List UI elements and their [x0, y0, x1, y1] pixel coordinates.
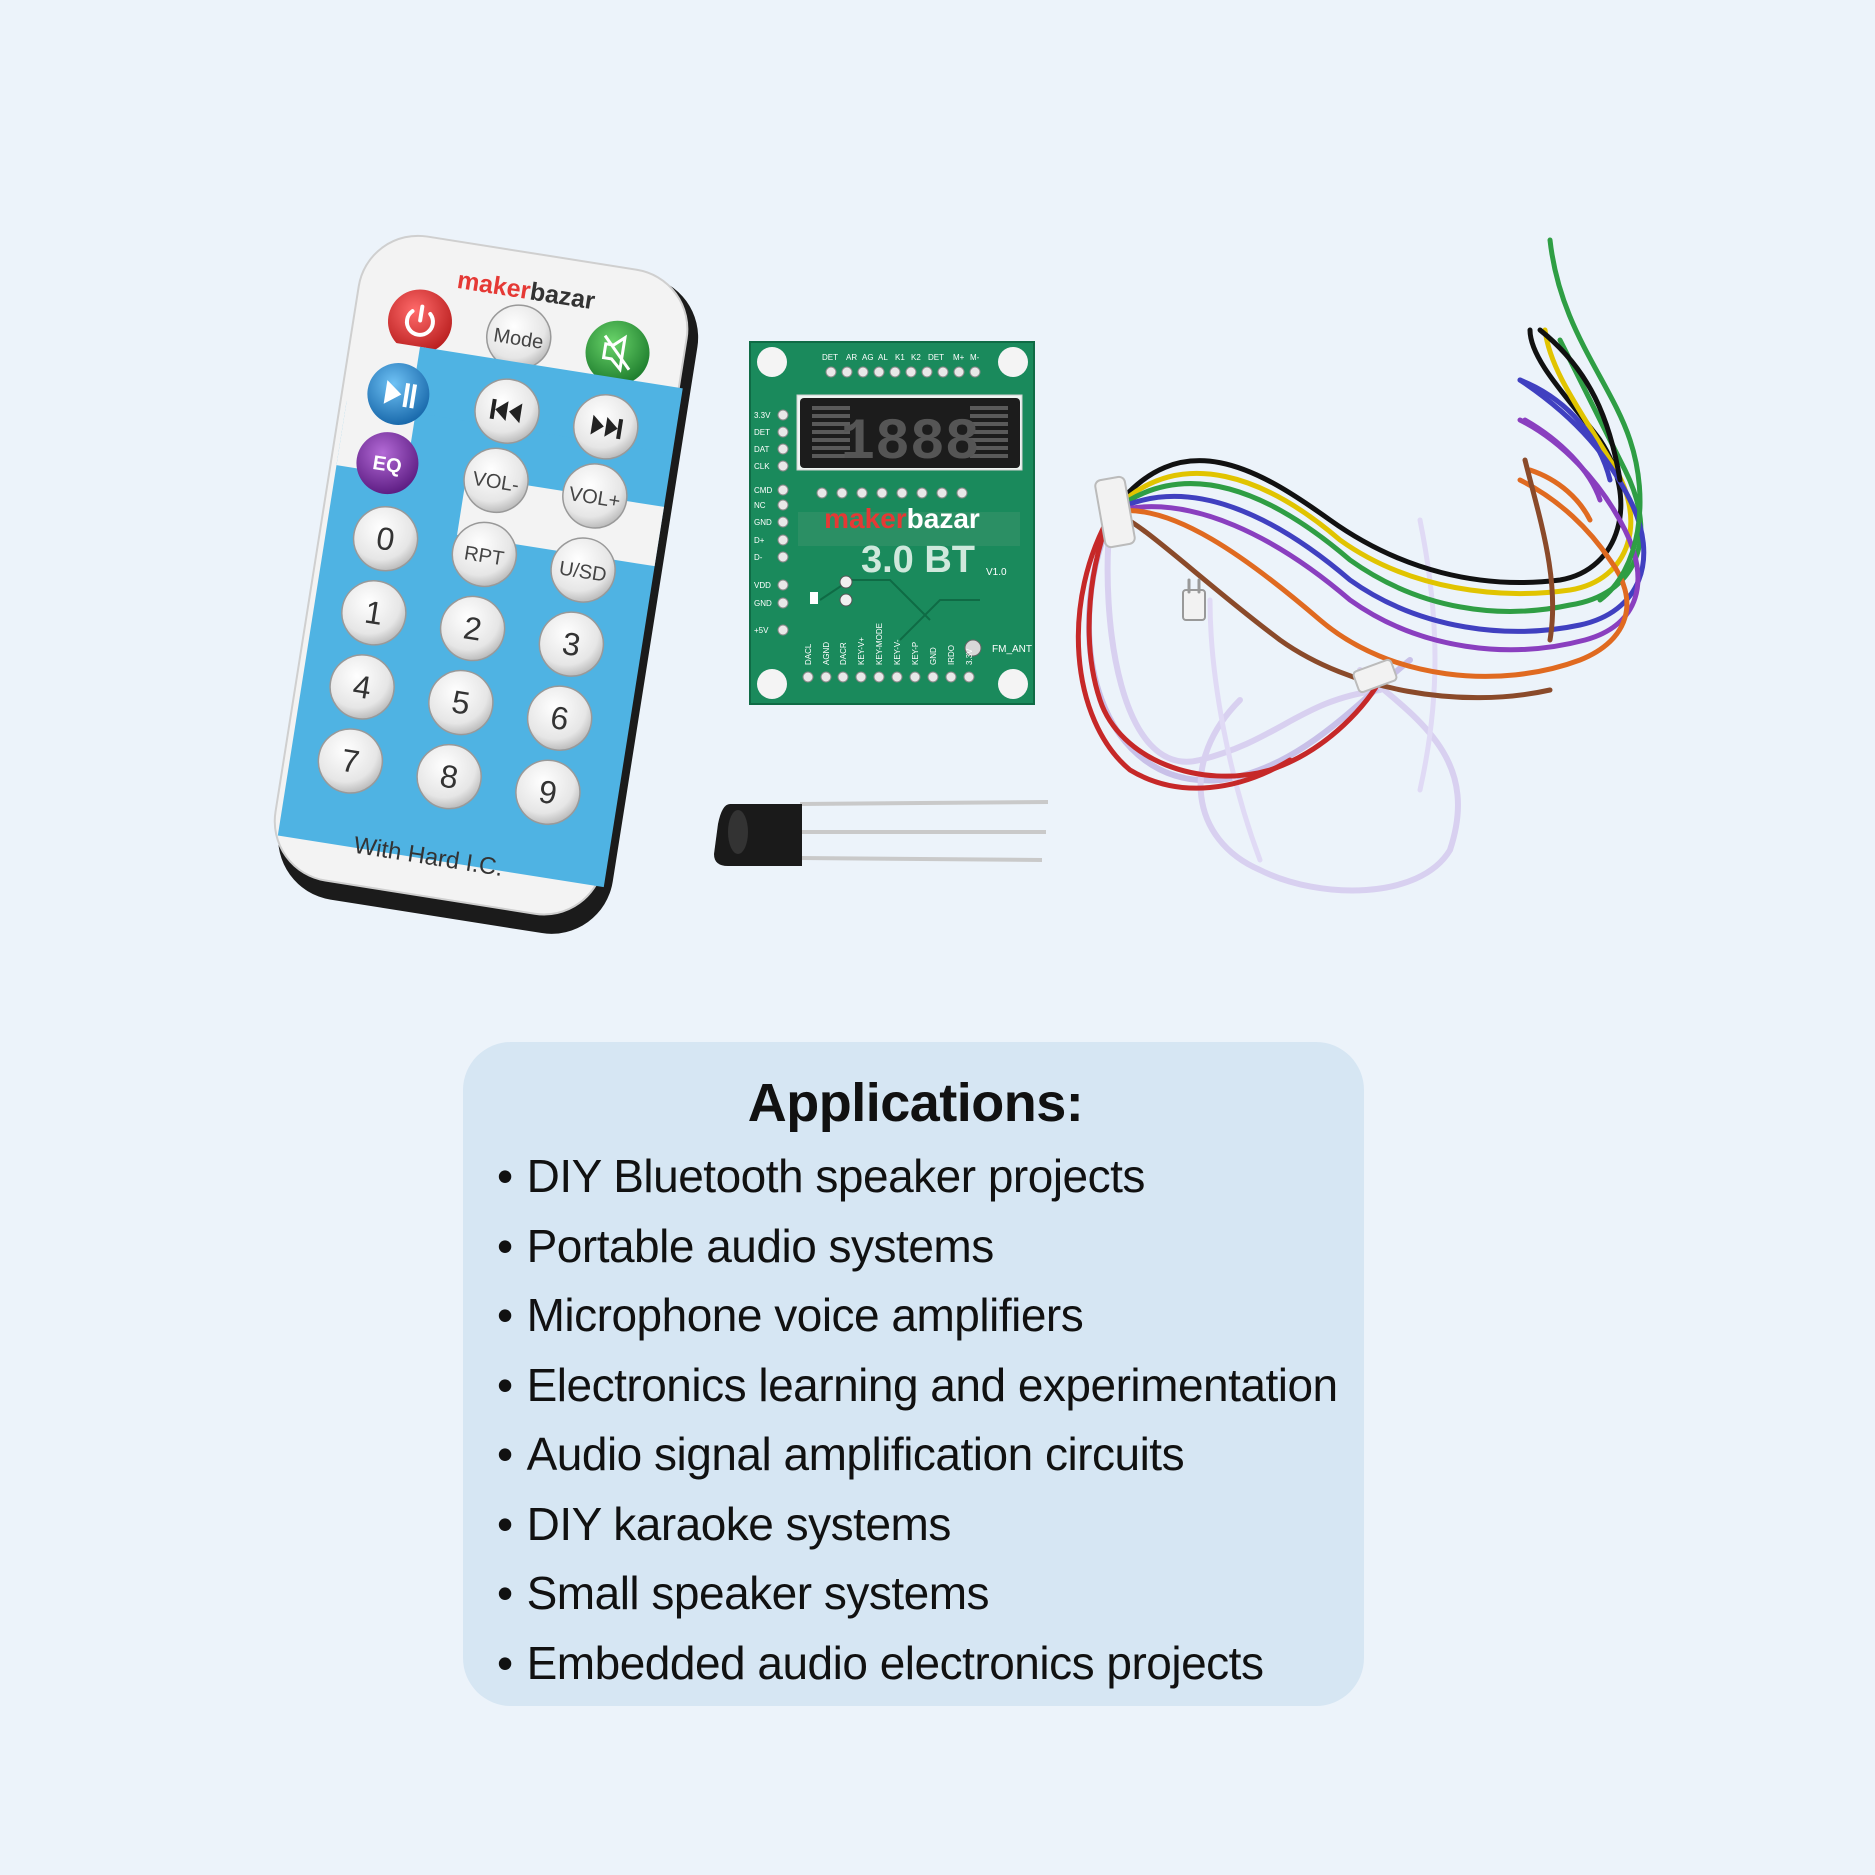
svg-text:KEY-V+: KEY-V+ [857, 637, 866, 665]
svg-text:NC: NC [754, 501, 766, 510]
svg-text:K2: K2 [911, 353, 921, 362]
digit-6-button[interactable] [523, 682, 596, 755]
svg-text:GND: GND [754, 599, 772, 608]
digit-1-button[interactable] [337, 576, 410, 649]
application-item: Small speaker systems [497, 1559, 1334, 1629]
svg-text:M-: M- [970, 353, 980, 362]
product-photo: makerbazar Mode EQ VOL- VOL+ [273, 234, 1647, 934]
svg-text:AG: AG [862, 353, 874, 362]
level-bars-left [812, 406, 850, 458]
digit-3-button[interactable] [535, 608, 608, 681]
display-digits: 1888 [840, 411, 979, 476]
board-model: 3.0 BT [861, 539, 975, 581]
applications-card: Applications: DIY Bluetooth speaker proj… [463, 1042, 1364, 1706]
vol-minus-button[interactable] [459, 444, 532, 517]
digit-5-button[interactable] [424, 666, 497, 739]
usd-button[interactable] [547, 533, 620, 606]
digit-5-label: 5 [449, 683, 472, 721]
previous-icon [489, 398, 523, 424]
mute-icon [601, 334, 631, 373]
svg-text:D-: D- [754, 553, 763, 562]
svg-text:DET: DET [928, 353, 944, 362]
svg-text:CMD: CMD [754, 486, 772, 495]
left-pin-header [777, 409, 789, 636]
digit-8-button[interactable] [413, 740, 486, 813]
svg-text:M+: M+ [953, 353, 965, 362]
application-item: DIY karaoke systems [497, 1490, 1334, 1560]
digit-9-button[interactable] [511, 756, 584, 829]
repeat-button[interactable] [448, 518, 521, 591]
wire-harness [1075, 237, 1647, 894]
play-pause-icon [383, 380, 418, 409]
digit-9-label: 9 [536, 773, 559, 811]
application-item: Portable audio systems [497, 1212, 1334, 1282]
left-pin-labels: 3.3V DET DAT CLK CMD NC GND D+ D- VDD GN… [754, 411, 772, 635]
svg-text:VDD: VDD [754, 581, 771, 590]
digit-8-label: 8 [438, 757, 461, 795]
svg-text:D+: D+ [754, 536, 765, 545]
board-version: V1.0 [986, 567, 1007, 578]
svg-text:AL: AL [878, 353, 888, 362]
svg-text:KEY-V-: KEY-V- [893, 639, 902, 665]
top-pin-labels: DET AR AG AL K1 K2 DET M+ M- [822, 353, 980, 362]
digit-6-label: 6 [548, 699, 571, 737]
power-icon [404, 304, 435, 337]
vol-plus-button[interactable] [558, 459, 631, 532]
board-brand: makerbazar [824, 503, 980, 534]
eq-button[interactable] [352, 428, 423, 499]
application-item: Microphone voice amplifiers [497, 1281, 1334, 1351]
svg-text:3.3V: 3.3V [754, 411, 771, 420]
svg-text:GND: GND [929, 647, 938, 665]
digit-4-label: 4 [351, 668, 374, 706]
svg-text:3.3V: 3.3V [965, 648, 974, 665]
applications-title: Applications: [747, 1073, 1084, 1133]
led-display [800, 398, 1020, 468]
digit-keypad: 1 2 3 4 5 6 7 8 9 [314, 576, 608, 829]
bluetooth-module-board: DET AR AG AL K1 K2 DET M+ M- 3.3V DET DA… [749, 341, 1035, 705]
svg-text:DACR: DACR [839, 642, 848, 665]
svg-text:IRDO: IRDO [947, 645, 956, 665]
bottom-pin-header [802, 671, 975, 683]
eq-label: EQ [371, 452, 403, 478]
svg-text:KEY-P: KEY-P [911, 642, 920, 665]
digit-1-label: 1 [362, 594, 385, 632]
digit-0-label: 0 [374, 520, 397, 558]
ir-receiver-component [714, 800, 1049, 866]
digit-7-label: 7 [339, 742, 362, 780]
antenna-label: FM_ANT [992, 644, 1032, 655]
svg-text:DET: DET [754, 428, 770, 437]
svg-text:KEY-MODE: KEY-MODE [875, 623, 884, 665]
next-icon [590, 414, 624, 440]
application-item: Embedded audio electronics projects [497, 1629, 1334, 1699]
svg-text:DET: DET [822, 353, 838, 362]
middle-pad-row [816, 487, 968, 499]
svg-text:K1: K1 [895, 353, 905, 362]
svg-text:DAT: DAT [754, 445, 770, 454]
application-item: DIY Bluetooth speaker projects [497, 1142, 1334, 1212]
svg-text:GND: GND [754, 518, 772, 527]
application-item: Audio signal amplification circuits [497, 1420, 1334, 1490]
digit-0-button[interactable] [349, 502, 422, 575]
digit-2-label: 2 [461, 609, 484, 647]
svg-text:+5V: +5V [754, 626, 769, 635]
bottom-pin-labels: DACL AGND DACR KEY-V+ KEY-MODE KEY-V- KE… [804, 623, 974, 665]
level-bars-right [970, 406, 1008, 458]
svg-text:CLK: CLK [754, 462, 770, 471]
remote-control: makerbazar Mode EQ VOL- VOL+ [273, 234, 699, 934]
svg-text:AR: AR [846, 353, 857, 362]
top-pin-header [825, 366, 981, 378]
digit-4-button[interactable] [325, 650, 398, 723]
applications-list: DIY Bluetooth speaker projects Portable … [497, 1142, 1339, 1699]
digit-2-button[interactable] [436, 592, 509, 665]
application-item: Electronics learning and experimentation [497, 1351, 1339, 1421]
svg-text:DACL: DACL [804, 643, 813, 665]
digit-7-button[interactable] [314, 724, 387, 797]
digit-3-label: 3 [560, 625, 583, 663]
svg-text:AGND: AGND [822, 642, 831, 665]
